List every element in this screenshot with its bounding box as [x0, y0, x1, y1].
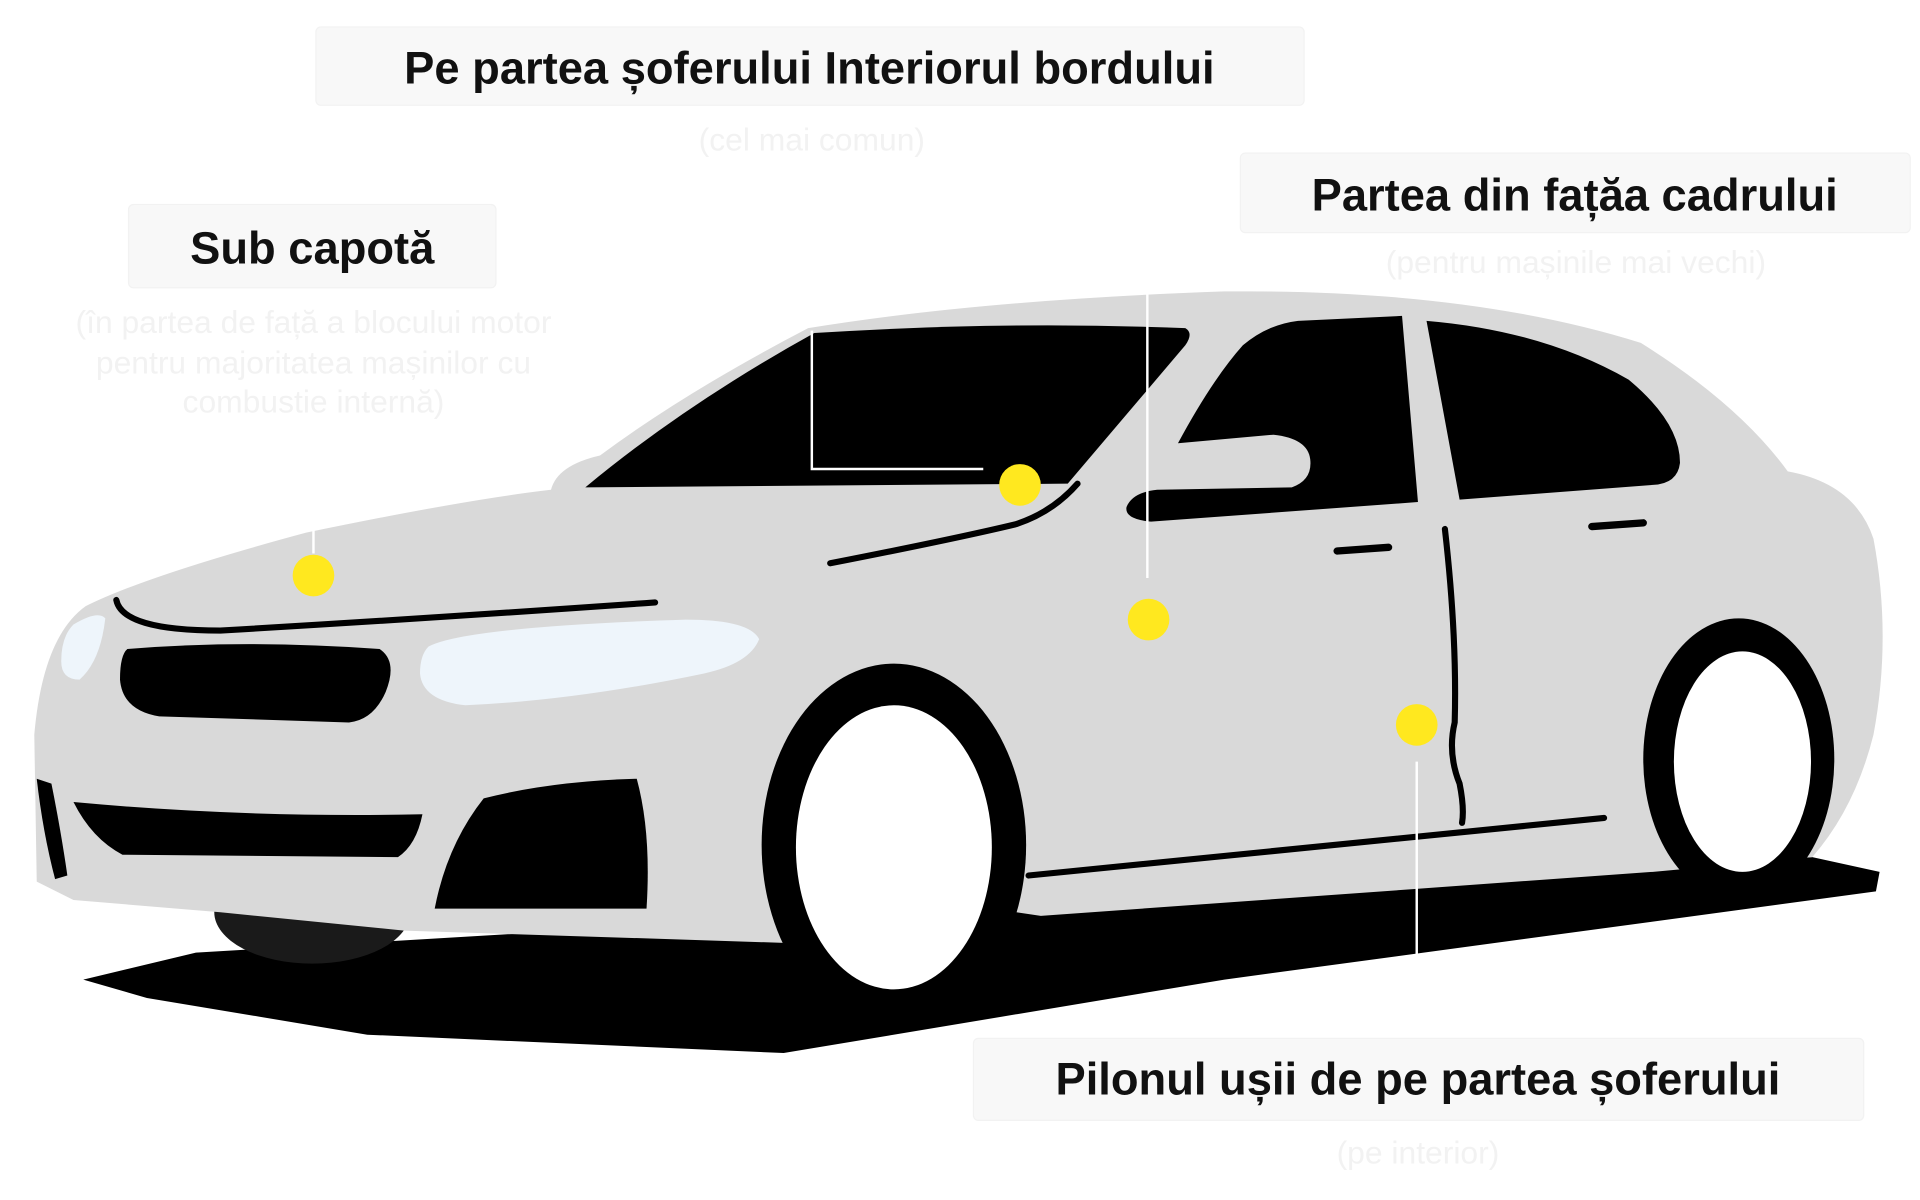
label-frame: Partea din fațăa cadrului (pentru mașini… — [1239, 152, 1911, 280]
label-dashboard: Pe partea șoferului Interiorul bordului … — [315, 26, 1305, 158]
marker-hood[interactable] — [292, 554, 335, 597]
label-door-pillar: Pilonul ușii de pe partea șoferului (pe … — [972, 1037, 1865, 1170]
label-dashboard-title: Pe partea șoferului Interiorul bordului — [404, 42, 1214, 94]
label-hood-note-3: combustie internă) — [183, 384, 445, 420]
label-frame-title: Partea din fațăa cadrului — [1312, 170, 1838, 222]
rear-wheel — [1673, 651, 1812, 872]
body-lines — [113, 480, 1647, 879]
lower-bumper-intake — [73, 802, 423, 858]
label-dashboard-note: (cel mai comun) — [699, 122, 925, 158]
label-hood-note-1: (în partea de față a blocului motor — [76, 304, 552, 340]
marker-door-pillar[interactable] — [1395, 704, 1438, 746]
label-frame-note: (pentru mașinile mai vechi) — [1386, 244, 1766, 280]
fog-intake — [434, 778, 648, 909]
label-door-pillar-note: (pe interior) — [1337, 1134, 1500, 1170]
windshield — [585, 325, 1190, 488]
leader-lines — [312, 291, 1418, 959]
headlight-left — [61, 615, 106, 680]
grille — [120, 644, 391, 723]
label-hood-note-2: pentru majoritatea mașinilor cu — [96, 344, 531, 380]
label-hood: Sub capotă (în partea de față a blocului… — [76, 203, 552, 420]
car-body — [34, 291, 1883, 943]
label-door-pillar-title: Pilonul ușii de pe partea șoferului — [1056, 1054, 1781, 1106]
front-door-window — [1126, 315, 1418, 522]
headlight-right — [420, 619, 760, 706]
bumper-corner — [36, 778, 68, 880]
label-hood-title: Sub capotă — [190, 222, 435, 273]
marker-dashboard[interactable] — [999, 464, 1041, 506]
rear-window — [1426, 320, 1680, 500]
front-wheel — [795, 705, 992, 990]
marker-frame[interactable] — [1127, 598, 1170, 641]
